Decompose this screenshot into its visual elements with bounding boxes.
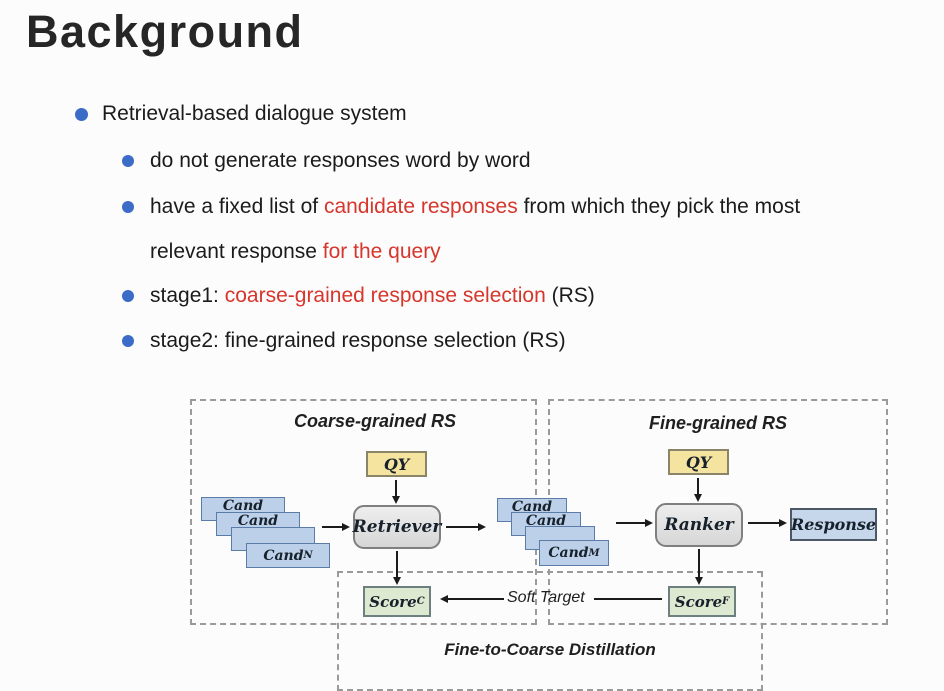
response-box: Response: [790, 508, 877, 541]
slide: { "title": "Background", "colors": { "ti…: [26, 6, 888, 691]
list-item: stage1: coarse-grained response selectio…: [122, 284, 595, 308]
query-box-coarse: QY: [366, 451, 427, 477]
list-item-text: stage1: coarse-grained response selectio…: [150, 284, 595, 307]
soft-target-line: [594, 598, 662, 600]
soft-target-label: Soft Target: [507, 589, 585, 606]
arrow-ranker-to-score-f: [694, 549, 703, 585]
retriever-box: Retriever: [353, 505, 441, 549]
arrow-stack-to-retriever: [322, 522, 350, 531]
coarse-region-title: Coarse-grained RS: [293, 411, 457, 431]
bullet-icon: [75, 107, 88, 121]
query-box-fine: QY: [668, 449, 729, 475]
fine-region-title: Fine-grained RS: [648, 413, 787, 433]
list-item: Retrieval-based dialogue system: [75, 102, 407, 126]
list-item-text: relevant response for the query: [150, 240, 441, 263]
arrow-retriever-to-stack: [446, 522, 486, 531]
bullet-icon: [122, 155, 134, 167]
ranker-box: Ranker: [655, 503, 743, 547]
arrow-retriever-to-score-c: [392, 551, 401, 585]
arrow-query-to-ranker: [693, 478, 702, 502]
page-title: Background: [26, 6, 304, 57]
highlighted-text: coarse-grained response selection: [224, 284, 546, 307]
arrow-ranker-to-response: [748, 518, 787, 527]
list-item: do not generate responses word by word: [122, 149, 531, 173]
list-item-text: Retrieval-based dialogue system: [102, 102, 407, 125]
list-item-text: do not generate responses word by word: [150, 149, 531, 172]
bullet-icon: [122, 335, 134, 347]
bullet-icon: [122, 290, 134, 302]
highlighted-text: candidate responses: [323, 195, 518, 218]
list-item: have a fixed list of candidate responses…: [122, 195, 800, 219]
arrow-soft-target-to-score-c: [440, 594, 504, 603]
list-item-text: stage2: fine-grained response selection …: [150, 329, 566, 352]
bullet-icon: [122, 201, 134, 213]
list-item-continuation: relevant response for the query: [150, 240, 441, 264]
arrow-query-to-retriever: [391, 480, 400, 504]
list-item: stage2: fine-grained response selection …: [122, 329, 566, 353]
distillation-region-title: Fine-to-Coarse Distillation: [444, 640, 656, 659]
highlighted-text: for the query: [322, 240, 441, 263]
list-item-text: have a fixed list of candidate responses…: [150, 195, 801, 218]
arrow-stack-to-ranker: [616, 518, 653, 527]
